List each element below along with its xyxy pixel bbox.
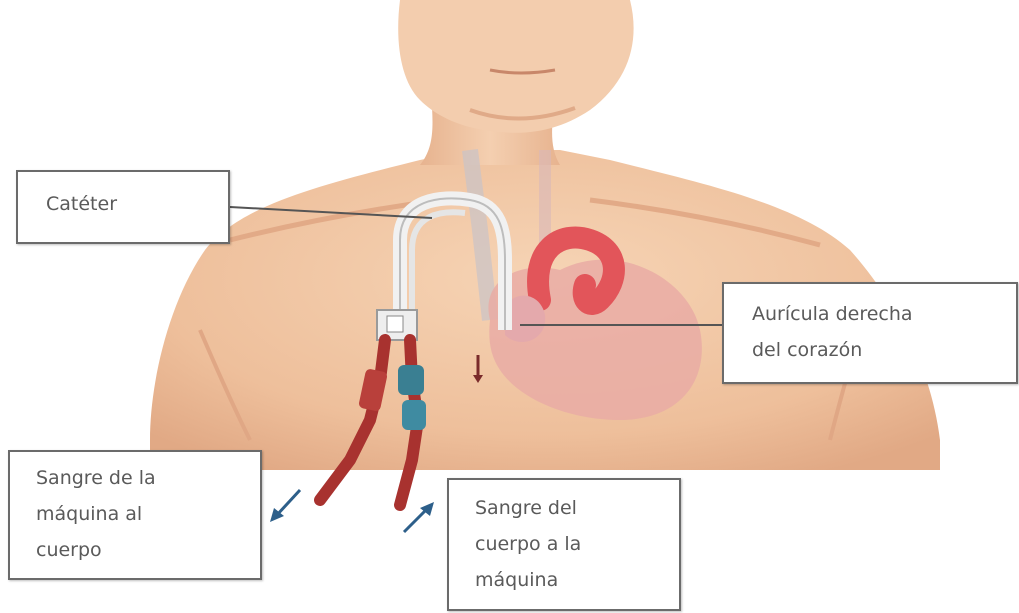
label-sangre-cuerpo-maquina: Sangre del cuerpo a la máquina — [447, 478, 681, 611]
label-auricula-derecha: Aurícula derecha del corazón — [722, 282, 1018, 384]
arrow-cuerpo-maquina — [404, 508, 428, 532]
arrow-maquina-cuerpo — [276, 490, 300, 516]
label-cateter: Catéter — [16, 170, 230, 244]
blue-clamp-lower — [402, 400, 426, 430]
catheter-hub-center — [387, 316, 403, 332]
label-sangre-maquina-cuerpo: Sangre de la máquina al cuerpo — [8, 450, 262, 580]
blue-clamp-upper — [398, 365, 424, 395]
